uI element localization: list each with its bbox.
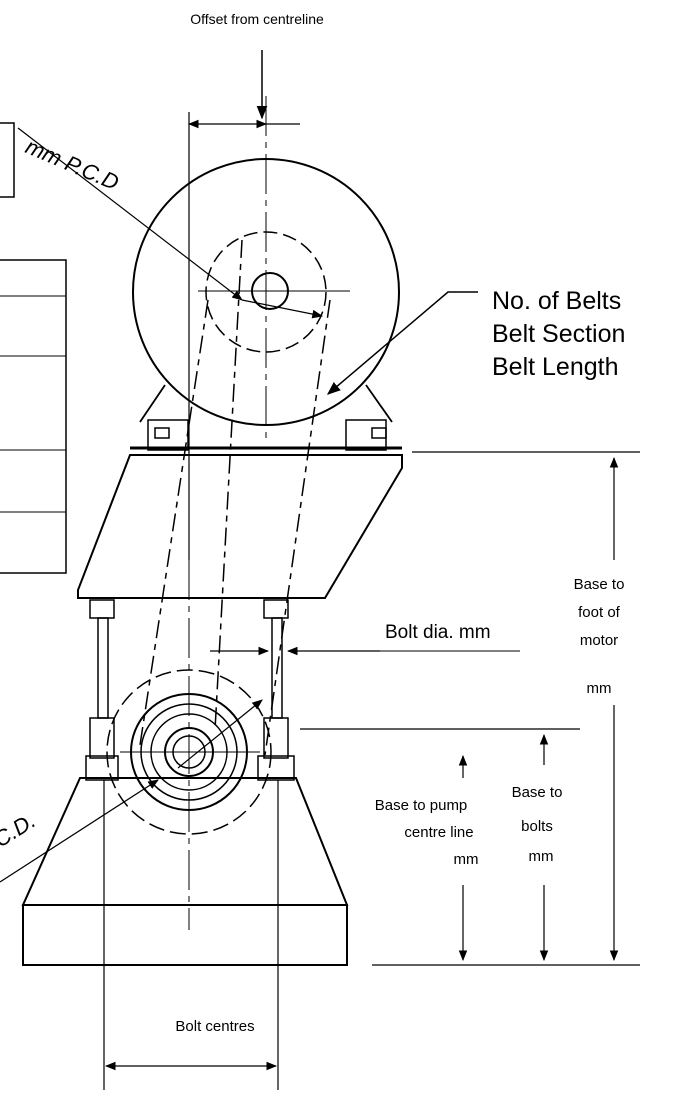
- bolt-centres-dimension: [103, 780, 279, 1090]
- pump: [106, 560, 272, 930]
- pump-pcd-label: C.D.: [0, 808, 40, 853]
- belts-number-label: No. of Belts: [492, 287, 621, 315]
- belts-leader: [326, 291, 478, 395]
- base-to-foot-dimension: [372, 451, 640, 966]
- motor-platform: [77, 454, 403, 599]
- motor-pcd-leader: [17, 127, 324, 319]
- offset-dimension: [187, 50, 300, 560]
- motor-pcd-label: mm P.C.D: [22, 134, 123, 196]
- pcd-entry-box: [0, 122, 15, 198]
- belts-length-label: Belt Length: [492, 353, 619, 381]
- data-table: [0, 259, 67, 574]
- bolt-dia-label: Bolt dia. mm: [385, 622, 491, 643]
- base-to-pump-line2: centre line: [404, 824, 473, 841]
- base-to-pump-line1: Base to pump: [375, 797, 468, 814]
- offset-from-centreline-label: Offset from centreline: [190, 11, 324, 27]
- base-to-foot-unit: mm: [587, 680, 612, 697]
- base-to-foot-line3: motor: [580, 632, 618, 649]
- bolt-centres-label: Bolt centres: [175, 1018, 254, 1035]
- base-plinth: [21, 777, 349, 966]
- pump-pcd-leader: [0, 699, 263, 883]
- base-to-pump-unit: mm: [454, 851, 479, 868]
- base-to-foot-line2: foot of: [578, 604, 621, 621]
- base-to-bolts-dimension: [300, 728, 580, 962]
- base-to-bolts-line1: Base to: [512, 784, 563, 801]
- belts-section-label: Belt Section: [492, 320, 625, 348]
- mounting-bolts: [85, 599, 295, 781]
- base-to-bolts-unit: mm: [529, 848, 554, 865]
- base-to-foot-line1: Base to: [574, 576, 625, 593]
- base-to-bolts-line2: bolts: [521, 818, 553, 835]
- motor: [130, 96, 402, 456]
- drive-belts: [139, 239, 331, 756]
